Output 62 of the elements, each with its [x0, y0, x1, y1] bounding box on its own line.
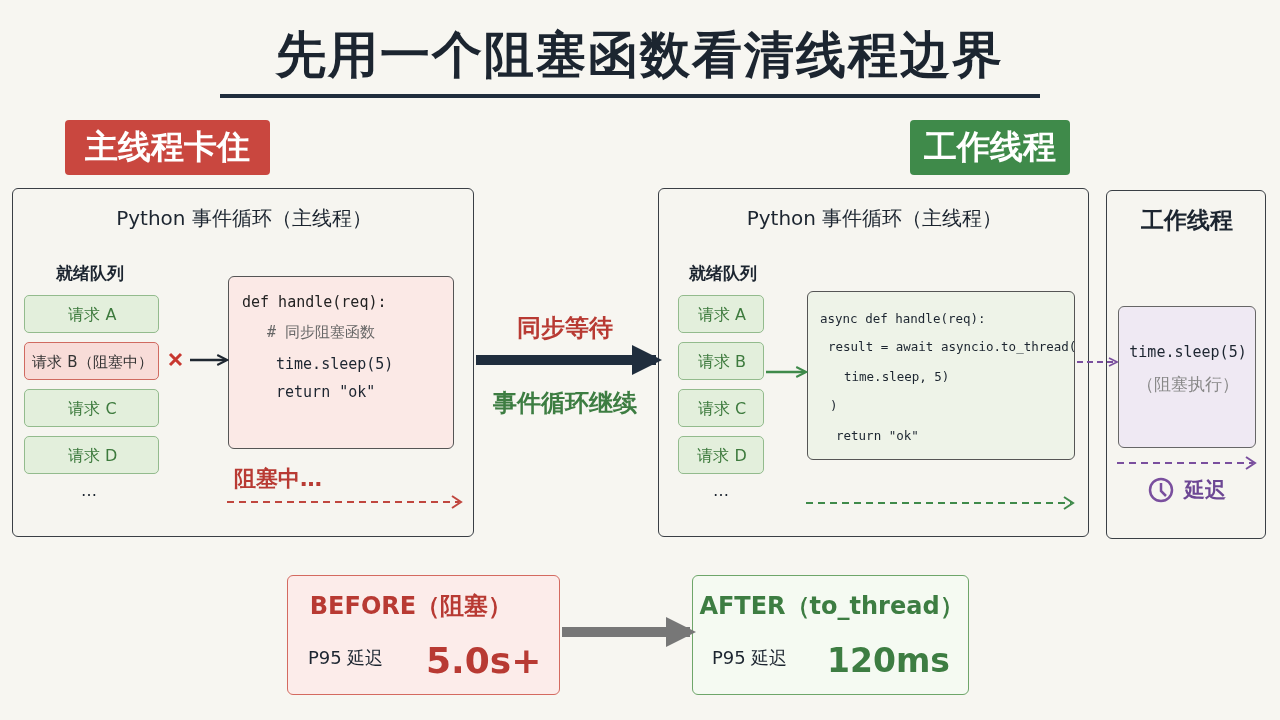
code-line: def handle(req): — [242, 293, 387, 311]
panel-heading: Python 事件循环（主线程） — [115, 206, 373, 230]
code-box — [228, 276, 454, 449]
metric-label: P95 延迟 — [712, 647, 788, 669]
request-label: 请求 D — [66, 446, 119, 466]
metric-card — [287, 575, 560, 695]
request-box — [678, 342, 764, 380]
panel-heading: 工作线程 — [1140, 207, 1234, 235]
request-box — [24, 295, 159, 333]
request-label: 请求 A — [67, 305, 118, 325]
note-text: （阻塞执行） — [1136, 373, 1240, 395]
queue-label: 就绪队列 — [56, 262, 124, 284]
panel — [1106, 190, 1266, 539]
ellipsis: … — [713, 481, 729, 501]
metric-value: 120ms — [827, 641, 950, 681]
panel — [658, 188, 1089, 537]
panel — [12, 188, 474, 537]
request-label: 请求 C — [67, 399, 118, 419]
code-box — [807, 291, 1075, 460]
request-box — [678, 295, 764, 333]
tag-text: 工作线程 — [923, 127, 1057, 167]
request-label: 请求 C — [696, 399, 748, 419]
request-box — [24, 342, 159, 380]
metric-value: 5.0s+ — [426, 639, 542, 683]
queue-label: 就绪队列 — [689, 262, 757, 284]
delay-label: 延迟 — [1184, 478, 1226, 504]
tag-text: 主线程卡住 — [84, 127, 251, 167]
arrow — [476, 345, 662, 375]
arrow — [766, 366, 808, 378]
request-box — [24, 436, 159, 474]
metric-card — [692, 575, 969, 695]
metric-label: P95 延迟 — [308, 647, 384, 669]
request-box — [678, 436, 764, 474]
request-label: 请求 A — [697, 305, 747, 325]
code-line: return "ok" — [276, 383, 376, 401]
caption-text: 事件循环继续 — [492, 388, 638, 418]
request-label: 请求 B（阻塞中） — [31, 353, 154, 371]
code-line: result = await asyncio.to_thread( — [828, 338, 1077, 354]
request-label: 请求 D — [696, 446, 748, 466]
code-box — [1118, 306, 1256, 448]
status-text: 阻塞中… — [234, 465, 322, 493]
code-line: time.sleep, 5) — [844, 368, 950, 384]
card-heading: AFTER（to_thread） — [698, 591, 965, 621]
title: 先用一个阻塞函数看清线程边界 — [274, 25, 1005, 86]
arrow — [1076, 357, 1118, 367]
arrow — [562, 617, 696, 647]
request-box — [678, 389, 764, 427]
section-tag — [910, 120, 1070, 175]
section-tag — [65, 120, 270, 175]
panel-heading: Python 事件循环（主线程） — [745, 206, 1004, 230]
card-heading: BEFORE（阻塞） — [308, 591, 514, 621]
code-line: time.sleep(5) — [1128, 343, 1248, 361]
request-label: 请求 B — [696, 352, 748, 372]
code-comment: # 同步阻塞函数 — [267, 323, 376, 341]
request-box — [24, 389, 159, 427]
ellipsis: … — [81, 481, 97, 501]
arrow — [190, 354, 229, 366]
edge-label: 同步等待 — [516, 313, 614, 343]
code-line: ) — [830, 397, 838, 413]
code-line: return "ok" — [836, 427, 919, 443]
code-line: time.sleep(5) — [276, 355, 394, 373]
code-line: async def handle(req): — [820, 310, 986, 326]
